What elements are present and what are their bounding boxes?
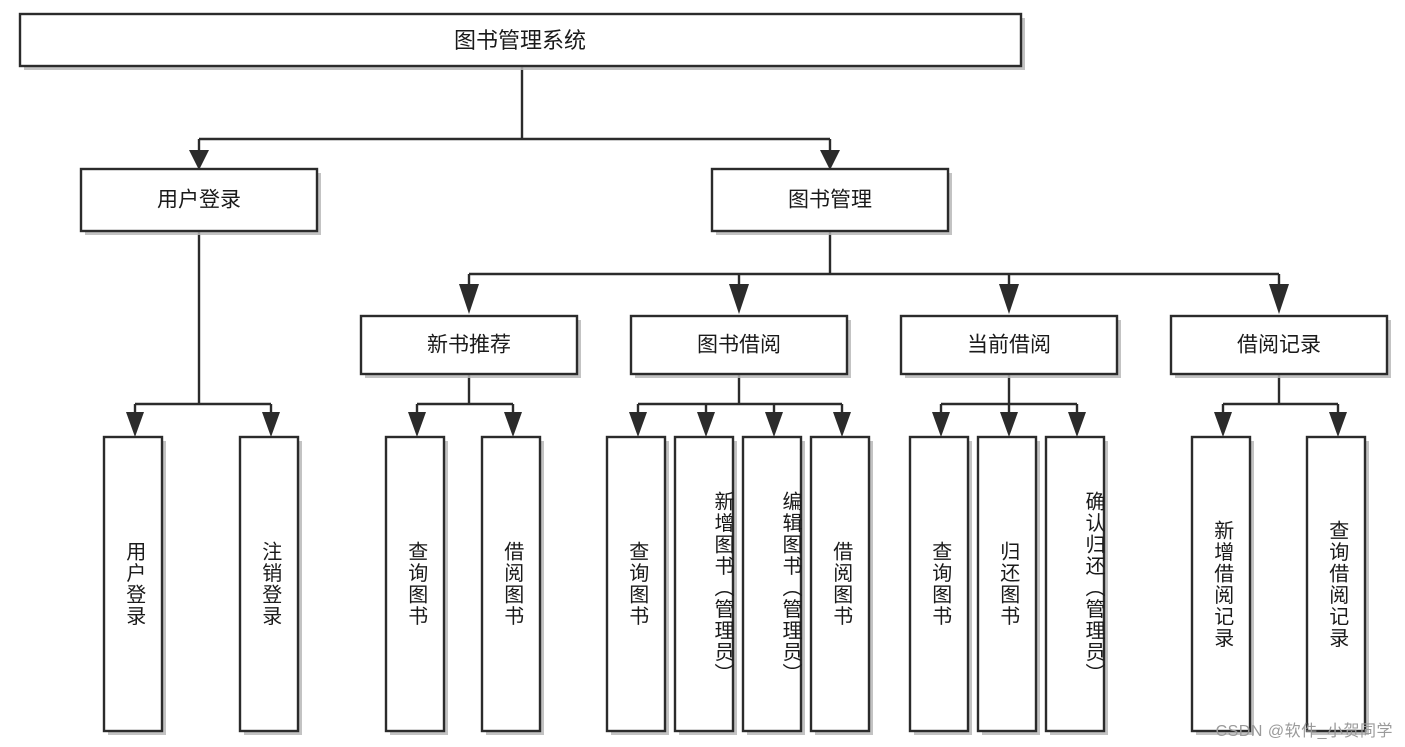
arrowhead-leaf-borrow-book-a bbox=[504, 412, 522, 437]
leaf-confirm-return-box[interactable] bbox=[1044, 435, 1106, 733]
connector-group bbox=[126, 66, 1347, 437]
borrow-record-box[interactable] bbox=[1169, 314, 1389, 376]
arrowhead-leaf-edit-book bbox=[765, 412, 783, 437]
user-login-label: 用户登录 bbox=[157, 189, 241, 212]
csdn-watermark: CSDN @软件_小贺同学 bbox=[1215, 723, 1393, 740]
arrowhead-leaf-user-login bbox=[126, 412, 144, 437]
arrowhead-leaf-confirm-return bbox=[1068, 412, 1086, 437]
arrowhead-leaf-query-book-b bbox=[629, 412, 647, 437]
arrowhead-user-login bbox=[189, 150, 209, 170]
borrow-record-label: 借阅记录 bbox=[1237, 334, 1321, 357]
arrowhead-leaf-query-book-c bbox=[932, 412, 950, 437]
arrowhead-leaf-add-book bbox=[697, 412, 715, 437]
root-label: 图书管理系统 bbox=[454, 28, 586, 53]
leaf-edit-book-box[interactable] bbox=[741, 435, 803, 733]
arrowhead-leaf-query-book-a bbox=[408, 412, 426, 437]
leaf-query-book-a-box[interactable] bbox=[384, 435, 446, 733]
book-borrow-label: 图书借阅 bbox=[697, 334, 781, 357]
leaf-query-record-box[interactable] bbox=[1305, 435, 1367, 733]
leaf-return-book-box[interactable] bbox=[976, 435, 1038, 733]
node-user-login[interactable]: 用户登录 bbox=[79, 167, 321, 235]
current-borrow-box[interactable] bbox=[899, 314, 1119, 376]
arrowhead-leaf-query-record bbox=[1329, 412, 1347, 437]
new-book-rec-label: 新书推荐 bbox=[427, 334, 511, 357]
node-book-manage[interactable]: 图书管理 bbox=[710, 167, 952, 235]
leaf-borrow-book-b-box[interactable] bbox=[809, 435, 871, 733]
leaf-add-book-box[interactable] bbox=[673, 435, 735, 733]
arrowhead-leaf-return-book bbox=[1000, 412, 1018, 437]
arrowhead-leaf-borrow-book-b bbox=[833, 412, 851, 437]
arrowhead-borrow-record bbox=[1269, 284, 1289, 314]
arrowhead-book-manage bbox=[820, 150, 840, 170]
node-root[interactable]: 图书管理系统 bbox=[18, 12, 1025, 70]
leaf-borrow-book-a-box[interactable] bbox=[480, 435, 542, 733]
leaf-query-book-c-box[interactable] bbox=[908, 435, 970, 733]
leaf-add-record-box[interactable] bbox=[1190, 435, 1252, 733]
root-box[interactable] bbox=[18, 12, 1023, 68]
leaf-user-login-box[interactable] bbox=[102, 435, 164, 733]
arrowhead-book-borrow bbox=[729, 284, 749, 314]
leaf-box-group bbox=[102, 435, 1369, 735]
leaf-logout-box[interactable] bbox=[238, 435, 300, 733]
arrowhead-current-borrow bbox=[999, 284, 1019, 314]
book-borrow-box[interactable] bbox=[629, 314, 849, 376]
book-manage-box[interactable] bbox=[710, 167, 950, 233]
leaf-query-book-b-box[interactable] bbox=[605, 435, 667, 733]
node-borrow-record[interactable]: 借阅记录 bbox=[1169, 314, 1391, 378]
arrowhead-leaf-add-record bbox=[1214, 412, 1232, 437]
user-login-box[interactable] bbox=[79, 167, 319, 233]
new-book-rec-box[interactable] bbox=[359, 314, 579, 376]
arrowhead-leaf-logout bbox=[262, 412, 280, 437]
node-book-borrow[interactable]: 图书借阅 bbox=[629, 314, 851, 378]
node-new-book-rec[interactable]: 新书推荐 bbox=[359, 314, 581, 378]
arrowhead-new-book-rec bbox=[459, 284, 479, 314]
book-manage-label: 图书管理 bbox=[788, 189, 872, 212]
node-current-borrow[interactable]: 当前借阅 bbox=[899, 314, 1121, 378]
current-borrow-label: 当前借阅 bbox=[967, 334, 1051, 357]
